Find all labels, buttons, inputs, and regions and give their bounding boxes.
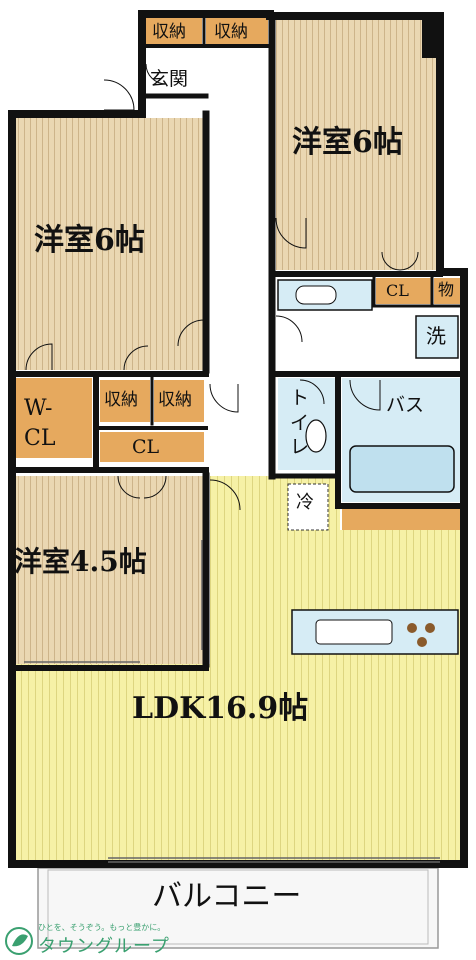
mono-fill (434, 278, 460, 304)
bathtub (349, 445, 455, 493)
mono-label: 物 (438, 280, 455, 299)
western-room-small-floor (14, 476, 204, 664)
storage-mid-1-fill (100, 380, 150, 422)
company-logo: ひとを、そうぞう。もっと豊かに。 タウングループ (4, 922, 204, 957)
storage-top-1-fill (146, 18, 202, 44)
bath-label: バス (386, 394, 425, 416)
storage-mid-2-fill (154, 380, 204, 422)
western-room-top-right-floor (276, 18, 436, 270)
storage-mid-1-label: 収納 (104, 390, 138, 410)
room-western-top-right: 洋室6帖 (292, 125, 403, 160)
toilet-fill (278, 378, 336, 470)
logo-tagline: ひとを、そうぞう。もっと豊かに。 (38, 923, 166, 932)
cl-right-label: CL (386, 281, 409, 300)
room-western-left: 洋室6帖 (34, 223, 145, 258)
washing-machine-box (415, 315, 459, 359)
leaf-icon (5, 927, 33, 955)
fridge-label: 冷 (296, 492, 314, 513)
cl-right-fill (376, 278, 432, 304)
toilet-label: トイレ (290, 387, 310, 459)
wcl-label: W- CL (24, 396, 56, 451)
toilet-bowl (305, 419, 327, 453)
ldk-floor (14, 476, 460, 860)
washbasin-bowl (295, 285, 337, 305)
walls (8, 10, 468, 868)
counter-fill (342, 508, 460, 530)
western-room-left-floor (14, 118, 204, 370)
room-balcony: バルコニー (152, 879, 302, 914)
balcony-floor (37, 867, 439, 949)
cl-mid-fill (100, 432, 204, 462)
storage-top-1-label: 収納 (152, 22, 186, 42)
fridge-space (287, 483, 329, 531)
doors (25, 63, 419, 511)
windows (24, 540, 440, 863)
cl-mid-label: CL (132, 436, 160, 458)
storage-mid-2-label: 収納 (158, 390, 192, 410)
stove-burner-1 (407, 623, 417, 633)
storage-top-2-label: 収納 (214, 22, 248, 42)
kitchen-sink (315, 619, 393, 645)
wcl-fill (14, 378, 92, 458)
storage-top-2-fill (206, 18, 268, 44)
stove-burner-3 (417, 637, 427, 647)
balcony-inner (47, 869, 429, 945)
room-ldk: LDK16.9帖 (132, 691, 309, 726)
washing-machine-label: 洗 (426, 324, 446, 348)
logo-name: タウングループ (38, 936, 170, 957)
stove-burner-2 (425, 623, 435, 633)
entrance-label: 玄関 (150, 68, 189, 90)
room-western-small: 洋室4.5帖 (14, 545, 147, 578)
